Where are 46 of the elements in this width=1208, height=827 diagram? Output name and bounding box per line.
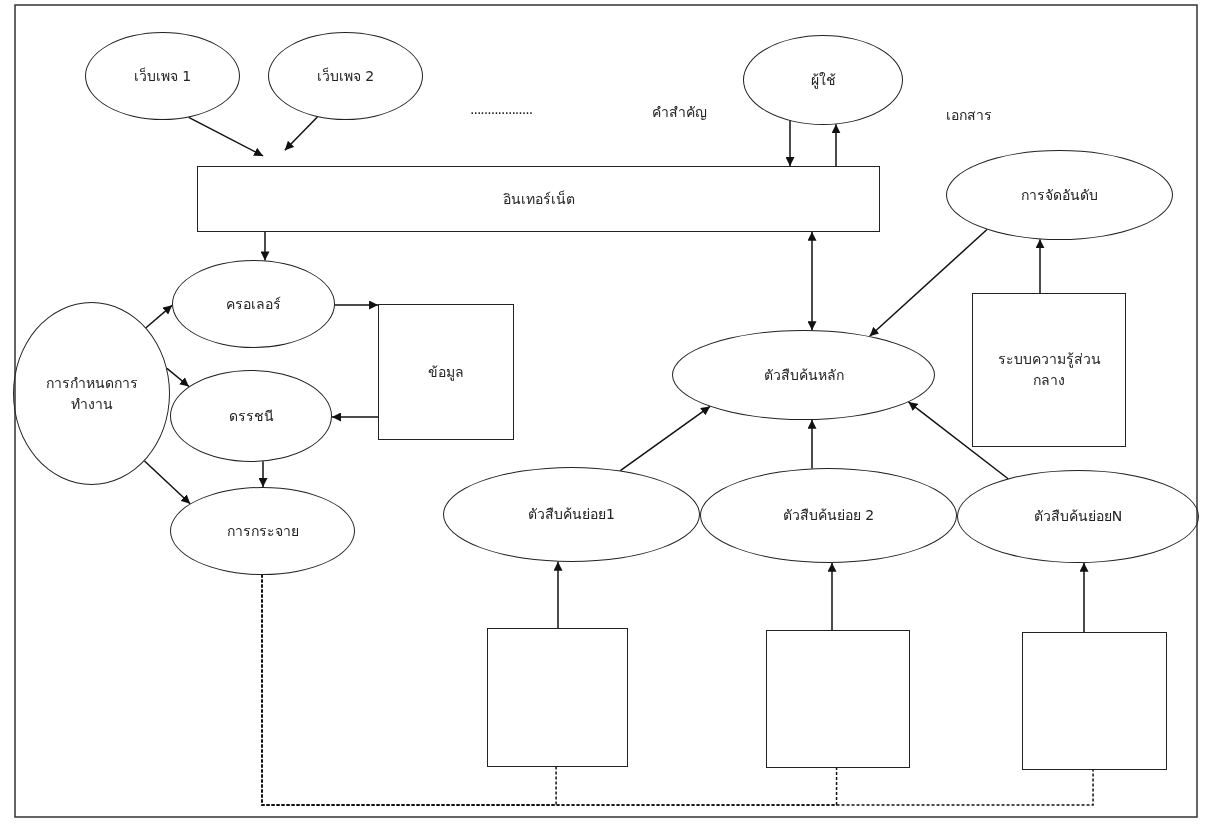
process-box bbox=[378, 304, 514, 440]
node-label: การจัดอันดับ bbox=[1021, 185, 1098, 205]
node-label: เว็บเพจ 1 bbox=[133, 66, 192, 86]
arrow bbox=[187, 116, 264, 157]
arrow bbox=[284, 116, 319, 152]
arrow bbox=[143, 460, 191, 505]
node-label: ตัวสืบค้นย่อย1 bbox=[528, 505, 615, 524]
node-label: การกระจาย bbox=[226, 521, 299, 541]
arrow bbox=[553, 560, 563, 629]
empty-box bbox=[487, 628, 628, 767]
ellipse-node bbox=[13, 302, 170, 485]
arrow bbox=[619, 405, 711, 472]
empty-box bbox=[1022, 632, 1167, 770]
node-label: ตัวสืบค้นย่อย 2 bbox=[782, 506, 875, 525]
arrow bbox=[868, 228, 988, 337]
text-label: เอกสาร bbox=[946, 106, 992, 125]
process-box bbox=[197, 166, 880, 232]
arrow bbox=[907, 401, 1009, 480]
arrow bbox=[260, 231, 270, 262]
arrow bbox=[785, 120, 795, 167]
node-label: ตัวสืบค้นย่อยN bbox=[1033, 507, 1123, 526]
node-label: การกำหนดการทำงาน bbox=[44, 373, 139, 414]
node-label: ข้อมูล bbox=[428, 362, 464, 383]
arrow bbox=[331, 412, 379, 422]
node-label: เว็บเพจ 2 bbox=[316, 66, 375, 86]
arrow bbox=[1035, 238, 1045, 295]
node-label: ตัวสืบค้นหลัก bbox=[763, 365, 844, 385]
text-label: .................. bbox=[470, 101, 533, 117]
arrow bbox=[827, 562, 837, 631]
node-label: ระบบความรู้ส่วนกลาง bbox=[996, 350, 1102, 390]
arrow bbox=[1079, 562, 1089, 634]
arrow bbox=[807, 419, 817, 470]
node-label: ครอเลอร์ bbox=[226, 294, 281, 314]
arrow bbox=[258, 460, 268, 488]
arrow bbox=[807, 231, 817, 332]
process-box bbox=[972, 293, 1126, 447]
connector-line bbox=[261, 573, 1094, 806]
arrow bbox=[831, 123, 841, 167]
node-label: ผู้ใช้ bbox=[810, 70, 836, 91]
node-label: อินเทอร์เน็ต bbox=[502, 189, 575, 209]
arrow bbox=[334, 300, 379, 310]
node-label: ดรรชนี bbox=[228, 406, 274, 426]
arrow bbox=[145, 304, 173, 329]
text-label: คำสำคัญ bbox=[652, 103, 707, 122]
arrow bbox=[166, 367, 190, 388]
empty-box bbox=[766, 630, 910, 768]
